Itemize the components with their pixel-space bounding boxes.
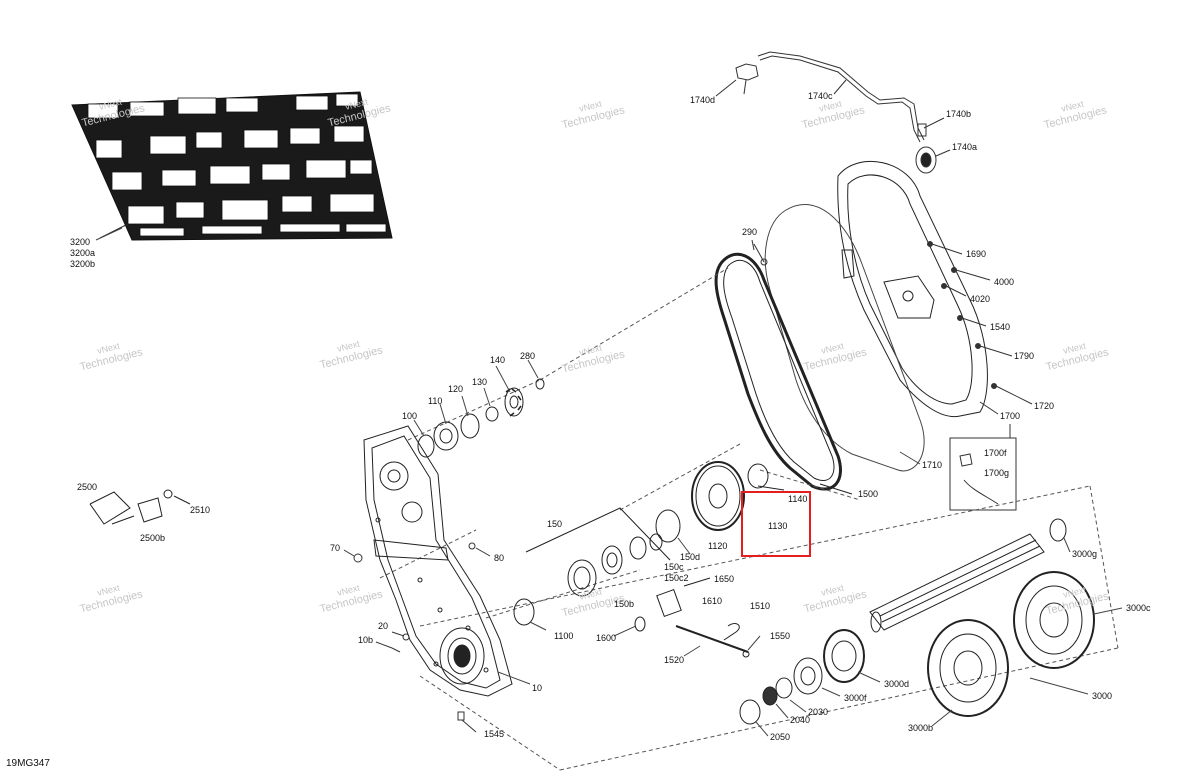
callout-3000g: 3000g — [1072, 549, 1098, 559]
leader-lines — [95, 227, 1123, 737]
callout-140: 140 — [490, 355, 506, 365]
callout-2510: 2510 — [190, 505, 211, 515]
gasket-1710 — [764, 204, 925, 472]
callout-2050: 2050 — [770, 732, 791, 742]
callout-150b: 150b — [614, 599, 635, 609]
callout-1545: 1545 — [484, 729, 505, 739]
callout-3000b: 3000b — [908, 723, 934, 733]
callout-2030: 2030 — [808, 707, 829, 717]
callout-10: 10 — [532, 683, 543, 693]
callout-2500: 2500 — [77, 482, 98, 492]
callout-110: 110 — [428, 396, 443, 406]
bearing-group-150 — [513, 507, 671, 626]
callout-150c: 150c — [664, 562, 684, 572]
drive-shaft-3000 — [869, 518, 1067, 633]
chaincase-cover-1700 — [837, 161, 988, 418]
upper-shaft-parts — [417, 378, 545, 458]
callout-3000f: 3000f — [844, 693, 867, 703]
shaft-bearings — [739, 629, 865, 725]
track-panel-3200 — [71, 91, 393, 241]
callout-1100: 1100 — [554, 631, 574, 641]
callout-130: 130 — [472, 377, 488, 387]
callout-1740b: 1740b — [946, 109, 972, 119]
sprocket-1130 — [655, 461, 785, 543]
callout-1140: 1140 — [788, 494, 808, 504]
callout-2500b: 2500b — [140, 533, 166, 543]
callout-3200: 3200 — [70, 237, 91, 247]
callout-80: 80 — [494, 553, 505, 563]
callout-120: 120 — [448, 384, 464, 394]
callout-290: 290 — [742, 227, 758, 237]
callout-1600: 1600 — [596, 633, 617, 643]
callout-1120: 1120 — [708, 541, 728, 551]
detail-box-1700f-1700g — [949, 424, 1017, 511]
callout-150d: 150d — [680, 552, 701, 562]
small-hardware — [343, 542, 491, 733]
callout-2040: 2040 — [790, 715, 811, 725]
callout-1520: 1520 — [664, 655, 685, 665]
cover-bolts — [927, 241, 1033, 415]
callout-1510: 1510 — [750, 601, 771, 611]
callout-1500: 1500 — [858, 489, 879, 499]
callout-1720: 1720 — [1034, 401, 1055, 411]
highlight-box — [741, 491, 811, 557]
callout-280: 280 — [520, 351, 536, 361]
callout-150: 150 — [547, 519, 563, 529]
callout-10b: 10b — [358, 635, 374, 645]
callout-1700g: 1700g — [984, 468, 1010, 478]
callout-1550: 1550 — [770, 631, 791, 641]
drawing-code: 19MG347 — [6, 758, 50, 769]
callout-1650: 1650 — [714, 574, 735, 584]
chaincase-housing-10 — [363, 425, 513, 697]
callout-1740d: 1740d — [690, 95, 716, 105]
tensioner-assembly — [634, 577, 750, 658]
bracket-2500 — [89, 489, 191, 525]
callout-1710: 1710 — [922, 460, 943, 470]
callout-70: 70 — [330, 543, 341, 553]
callout-1540: 1540 — [990, 322, 1011, 332]
callout-150c2: 150c2 — [664, 573, 689, 583]
drive-sprockets — [927, 571, 1095, 717]
callout-3200a: 3200a — [70, 248, 96, 258]
oil-line-1740 — [715, 51, 951, 174]
bolt-290 — [751, 239, 768, 266]
callout-4000: 4000 — [994, 277, 1015, 287]
chain-1500 — [714, 252, 853, 495]
callout-20: 20 — [378, 621, 389, 631]
callout-1700: 1700 — [1000, 411, 1021, 421]
callout-3200b: 3200b — [70, 259, 96, 269]
callout-3000d: 3000d — [884, 679, 910, 689]
callout-4020: 4020 — [970, 294, 991, 304]
callout-1700f: 1700f — [984, 448, 1007, 458]
callout-1790: 1790 — [1014, 351, 1035, 361]
callout-3000c: 3000c — [1126, 603, 1151, 613]
callout-1690: 1690 — [966, 249, 987, 259]
callout-1740a: 1740a — [952, 142, 978, 152]
callout-1740c: 1740c — [808, 91, 833, 101]
callout-1130: 1130 — [768, 521, 788, 531]
callout-3000: 3000 — [1092, 691, 1113, 701]
callout-1610: 1610 — [702, 596, 723, 606]
callout-100: 100 — [402, 411, 418, 421]
